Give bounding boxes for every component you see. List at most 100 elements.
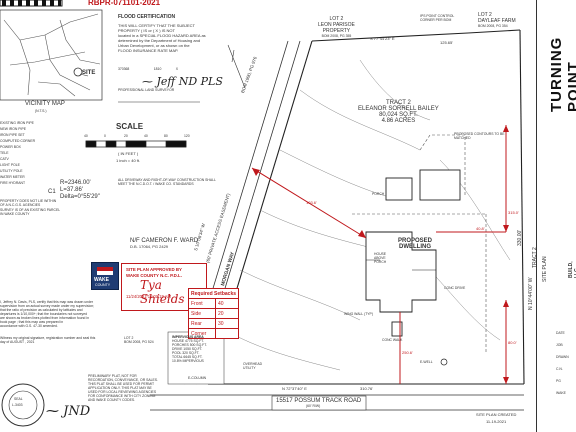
- prelim-line: AND WAKE COUNTY CODES.: [88, 398, 136, 402]
- setback-value: 30: [215, 318, 240, 329]
- curve-data: C1 R=2346.00' L=37.86' Delta=0°55'29": [48, 180, 100, 201]
- legend-item: TELE: [0, 151, 9, 155]
- lot2-dayleaf-label: LOT 2 DAYLEAF FARM BOM 2008, PG 354: [478, 12, 516, 28]
- impervious-row: DRIVE 1050 SQ.FT.: [172, 347, 203, 351]
- tract2-label: TRACT 2 ELEANOR SORRELL BAILEY 80,024 SQ…: [358, 100, 439, 124]
- impervious-row: HOUSE 4775 SQ.FT.: [172, 339, 205, 343]
- legend-item: WATER METER: [0, 175, 25, 179]
- dimension-label: 40.8': [476, 226, 485, 231]
- flood-title: FLOOD CERTIFICATION: [118, 14, 176, 20]
- curve-delta: Delta=0°55'29": [60, 194, 100, 200]
- cert-line: I, Jeffrey N. Davis, PLS, certify that t…: [0, 300, 94, 304]
- setback-label: Corner: [187, 328, 217, 339]
- scale-title: SCALE: [116, 122, 144, 131]
- cert-line: are shown as broken lines plotted from i…: [0, 316, 89, 320]
- wake-logo-text: WAKE: [94, 277, 109, 283]
- bearing-right: N 10°44'00" W: [528, 277, 534, 310]
- surveyor-seal: SEAL L-3403: [0, 382, 46, 428]
- parcel-line: BOM 2008, PG 524: [124, 340, 154, 344]
- parcel-line: LEON PARISOE: [318, 22, 355, 28]
- impervious-title: IMPERVIOUS AREA: [172, 335, 204, 339]
- house-line: HOUSE: [374, 252, 387, 256]
- cert-date: day of AUGUST , 2021: [0, 340, 35, 344]
- flood-signer: PROFESSIONAL LAND SURVEYOR: [118, 88, 175, 92]
- house-line: PORCH: [374, 260, 387, 264]
- parcel-line: TRACT 2: [385, 100, 411, 106]
- dwelling-line: PROPOSED: [398, 238, 433, 244]
- site-plan-created-date: 11-19-2021: [486, 419, 507, 424]
- parcel-line: ELEANOR SORRELL BAILEY: [358, 106, 439, 112]
- scale-unit: ( IN FEET ): [118, 151, 139, 156]
- parcel-line: D.B. 17064, PG 2429: [130, 244, 169, 249]
- ward-label: N/F CAMERON F. WARD D.B. 17064, PG 2429: [130, 238, 198, 249]
- legend-item: OF A N.C.G.S. AGENCIES: [0, 203, 41, 207]
- e-well-label: E-WELL: [420, 360, 433, 364]
- curve-label: C1: [48, 189, 56, 195]
- flood-certification: FLOOD CERTIFICATION THIS WILL CERTIFY TH…: [118, 14, 223, 92]
- title-builder: BUILD, LLC: [568, 261, 576, 278]
- road-label: 15517 POSSUM TRACK ROAD: [276, 398, 362, 404]
- flood-line: PROPERTY ( IS or ( X ) IS NOT: [118, 28, 175, 33]
- setback-value: 40: [215, 298, 240, 309]
- dimension-label: 250.6': [402, 350, 413, 355]
- parcel-line: 4.86 ACRES: [381, 118, 416, 124]
- setbacks-title: Required Setbacks: [187, 288, 240, 299]
- parcel-line: BOM 2008, PG 355: [321, 34, 352, 38]
- flood-line: FLOOD INSURANCE RATE MAP.: [118, 48, 179, 53]
- distance-right: 330.00': [517, 229, 523, 246]
- title-block: [536, 0, 576, 432]
- legend-item: LIGHT POLE: [0, 163, 20, 167]
- impervious-area: IMPERVIOUS AREA HOUSE 4775 SQ.FT. PORCHE…: [172, 335, 207, 363]
- flood-panel: 1810: [153, 67, 162, 71]
- legend-item: CATV: [0, 157, 9, 161]
- parcel-line: DAYLEAF FARM: [478, 18, 516, 24]
- prelim-line: RECORDATION, CONVEYANCE, OR SALES.: [88, 378, 158, 382]
- surveyor-signature: ⁓ Jeff ND PLS: [142, 75, 223, 88]
- point-control-label: IPS POINT CONTROL CORNER PER BOM: [420, 14, 455, 22]
- access-note: ALL DRIVEWAY AND RIGHT-OF-WAY CONSTRUCTI…: [118, 178, 216, 186]
- porch-label: PORCH: [372, 192, 385, 196]
- impervious-row: 10.8% IMPERVIOUS: [172, 359, 204, 363]
- parcel-line: LOT 2: [329, 16, 344, 22]
- title-label: PG: [556, 379, 561, 383]
- site-plan-created: SITE PLAN CREATED: [476, 412, 517, 417]
- prelim-line: APPLICATION ONLY. THIS PLAT MAY BE: [88, 386, 152, 390]
- bearing-top: S 77°44'23" E: [370, 36, 395, 41]
- title-label: C.N.: [556, 367, 563, 371]
- prelim-line: FOR CONFORMANCE WITH CITY ZONING: [88, 394, 156, 398]
- stamp-line1: SITE PLAN APPROVED BY: [126, 267, 182, 272]
- wake-county-logo: WAKE COUNTY: [91, 262, 119, 290]
- document-number: RBPR-071101-2021: [88, 0, 161, 7]
- dimension-label: 80.0': [508, 340, 517, 345]
- scale-ratio: 1 inch = 40 ft.: [116, 158, 141, 163]
- parcel-line: 80,024 SQ.FT.: [379, 112, 418, 118]
- scale-mark: 120: [184, 134, 190, 138]
- title-label: WAKE: [556, 391, 566, 395]
- dwelling-line: DWELLING: [399, 244, 431, 250]
- prelim-line: USED FOR LOCAL REVIEWING AGENCIES: [88, 390, 157, 394]
- stamp-date: 11/24/2021 11:03:19 AM: [126, 294, 172, 299]
- legend-item: EXISTING IRON PIPE: [0, 121, 34, 125]
- scale-mark: 40: [144, 134, 148, 138]
- cert-line: accordance with G.S. 47-30 amended.: [0, 324, 58, 328]
- parcel-line: N/F CAMERON F. WARD: [130, 238, 199, 244]
- flood-line: located in a SPECIAL FLOOD HAZARD AREA a…: [118, 33, 206, 38]
- vicinity-map-title: VICINITY MAP: [25, 101, 65, 107]
- setback-value: 20: [215, 308, 240, 319]
- legend-item: PROPERTY DOES NOT LIE WITHIN: [0, 199, 57, 203]
- title-label: JOB: [556, 343, 563, 347]
- prelim-line: PRELIMINARY PLAT, NOT FOR: [88, 374, 137, 378]
- overhead-utility-label: OVERHEAD UTILITY: [243, 362, 263, 370]
- flood-zone: X: [175, 67, 179, 71]
- legend-item: COMPUTED CORNER: [0, 139, 36, 143]
- dimension-label: 103.6': [306, 200, 317, 205]
- cert-line: departures is 1/10,000+; that the bounda…: [0, 312, 87, 316]
- seal-id: L-3403: [12, 403, 23, 407]
- title-label: DATE: [556, 331, 565, 335]
- vicinity-nts: (N.T.S.): [35, 109, 47, 113]
- legend-item: SURVEY IS OF AN EXISTING PARCEL: [0, 208, 61, 212]
- bearing-bottom: N 72°37'40" E: [282, 386, 307, 391]
- house-porch-label: HOUSE ABOVE PORCH: [374, 252, 386, 264]
